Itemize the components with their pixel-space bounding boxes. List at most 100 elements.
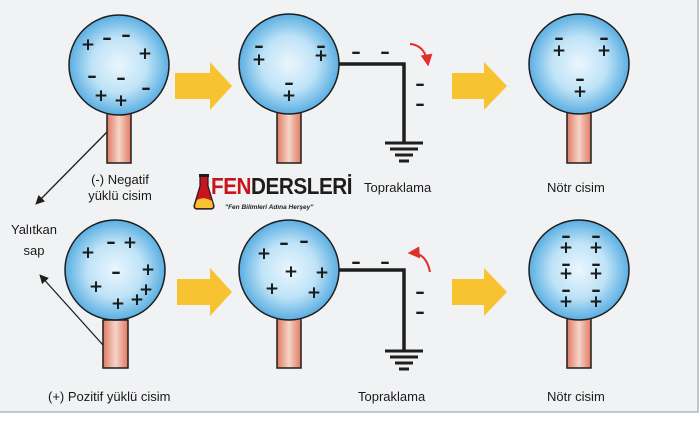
grounding-label-top: Topraklama bbox=[364, 180, 432, 195]
charged-sphere bbox=[68, 14, 170, 116]
charge-marks: –+–+–+ bbox=[552, 27, 611, 102]
positive-charge: + bbox=[589, 264, 603, 284]
pointer-arrow bbox=[35, 131, 108, 205]
positive-charge: + bbox=[589, 292, 603, 312]
charged-sphere bbox=[64, 219, 166, 321]
negative-charge: – bbox=[591, 225, 601, 247]
negative-charge: – bbox=[415, 301, 425, 323]
negative-charge: – bbox=[415, 73, 425, 95]
negative-charge: – bbox=[111, 261, 121, 283]
insulating-handle bbox=[102, 319, 129, 369]
negative-charge: – bbox=[299, 230, 309, 252]
insulating-handle bbox=[106, 112, 132, 164]
electron-flow-arrow bbox=[409, 43, 433, 67]
row2-positive-body: +–++–++++ bbox=[64, 219, 166, 369]
negative-charge: – bbox=[591, 253, 601, 275]
electron-flow-arrow bbox=[407, 246, 431, 273]
positive-charge: + bbox=[284, 262, 298, 282]
grounding-label-bottom: Topraklama bbox=[358, 389, 426, 404]
negative-charge: – bbox=[554, 27, 564, 49]
pointer-arrow bbox=[39, 274, 104, 346]
negative-charge: – bbox=[561, 253, 571, 275]
insulating-handle bbox=[276, 111, 302, 164]
insulating-handle bbox=[566, 317, 592, 369]
charge-marks: –+–+–+ bbox=[252, 35, 328, 106]
negative-charge: – bbox=[380, 41, 390, 63]
positive-charge: + bbox=[141, 260, 155, 280]
negative-charge: – bbox=[279, 232, 289, 254]
process-arrow bbox=[452, 268, 507, 316]
insulating-handle bbox=[276, 317, 302, 369]
row2-grounding-body: +––++++ bbox=[238, 219, 340, 369]
positive-charge: + bbox=[589, 238, 603, 258]
charge-marks: –– bbox=[351, 41, 390, 63]
negative-charge: – bbox=[591, 279, 601, 301]
negative-charge: – bbox=[561, 279, 571, 301]
negative-charge: – bbox=[575, 68, 585, 90]
logo-slogan: "Fen Bilimleri Adına Herşey" bbox=[225, 204, 314, 211]
positive-charge: + bbox=[114, 91, 128, 111]
charge-marks: +––++++ bbox=[257, 230, 329, 303]
negative-charge: – bbox=[415, 281, 425, 303]
positive-charge: + bbox=[559, 292, 573, 312]
neutral-sphere bbox=[528, 219, 630, 321]
negative-charge: – bbox=[254, 35, 264, 57]
positive-charge: + bbox=[139, 280, 153, 300]
positive-charge: + bbox=[597, 41, 611, 61]
ground-symbol bbox=[385, 141, 423, 163]
positive-charge: + bbox=[552, 41, 566, 61]
positive-charge: + bbox=[559, 238, 573, 258]
charge-marks: –– bbox=[415, 73, 425, 115]
positive-charge: + bbox=[282, 86, 296, 106]
positive-charge: + bbox=[573, 82, 587, 102]
negative-charge: – bbox=[351, 251, 361, 273]
positive-charge: + bbox=[314, 46, 328, 66]
process-arrow bbox=[452, 62, 507, 110]
positive-charge: + bbox=[130, 290, 144, 310]
negative-charge: – bbox=[599, 27, 609, 49]
charge-marks: –– bbox=[415, 281, 425, 323]
positive-charge: + bbox=[559, 264, 573, 284]
neutral-label-top: Nötr cisim bbox=[547, 180, 605, 195]
positive-charge: + bbox=[307, 283, 321, 303]
positive-charge: + bbox=[138, 44, 152, 64]
positive-charge: + bbox=[252, 50, 266, 70]
neutral-sphere bbox=[528, 13, 630, 115]
negative-charge: – bbox=[415, 93, 425, 115]
positive-charge: + bbox=[81, 35, 95, 55]
process-arrow bbox=[175, 62, 232, 110]
negative-charge: – bbox=[561, 225, 571, 247]
fendersleri-logo: FENDERSLERİ "Fen Bilimleri Adına Herşey" bbox=[193, 171, 353, 219]
row1-ground-wire: –– –– bbox=[339, 41, 433, 163]
negative-charge: – bbox=[351, 41, 361, 63]
process-arrow bbox=[177, 268, 232, 316]
row2-neutral-body: ––++––++––++ bbox=[528, 219, 630, 369]
positive-charge: + bbox=[123, 233, 137, 253]
positive-charge: + bbox=[94, 86, 108, 106]
ground-symbol bbox=[385, 349, 423, 371]
positive-charge: + bbox=[257, 244, 271, 264]
row2-ground-wire: –– –– bbox=[339, 246, 431, 371]
row1-negative-body: +––+––+–+ bbox=[68, 14, 170, 164]
positive-charge: + bbox=[111, 294, 125, 314]
negative-charge: – bbox=[106, 231, 116, 253]
insulating-handle bbox=[566, 111, 592, 164]
negative-charge: – bbox=[284, 72, 294, 94]
flask-icon bbox=[193, 174, 215, 210]
positive-body-label: (+) Pozitif yüklü cisim bbox=[48, 389, 171, 404]
negative-charge: – bbox=[121, 24, 131, 46]
charge-marks: –– bbox=[351, 251, 390, 273]
negative-charge: – bbox=[141, 77, 151, 99]
row1-neutral-body: –+–+–+ bbox=[528, 13, 630, 164]
negative-charge: – bbox=[116, 67, 126, 89]
positive-charge: + bbox=[265, 279, 279, 299]
negative-body-label: (-) Negatif yüklü cisim bbox=[88, 172, 152, 203]
charge-marks: ––++––++––++ bbox=[559, 225, 603, 312]
neutral-label-bottom: Nötr cisim bbox=[547, 389, 605, 404]
negative-charge: – bbox=[316, 35, 326, 57]
negative-charge: – bbox=[380, 251, 390, 273]
charge-marks: +–++–++++ bbox=[81, 231, 155, 314]
logo-wordmark: FENDERSLERİ bbox=[211, 173, 353, 199]
positive-charge: + bbox=[89, 277, 103, 297]
negative-charge: – bbox=[87, 65, 97, 87]
